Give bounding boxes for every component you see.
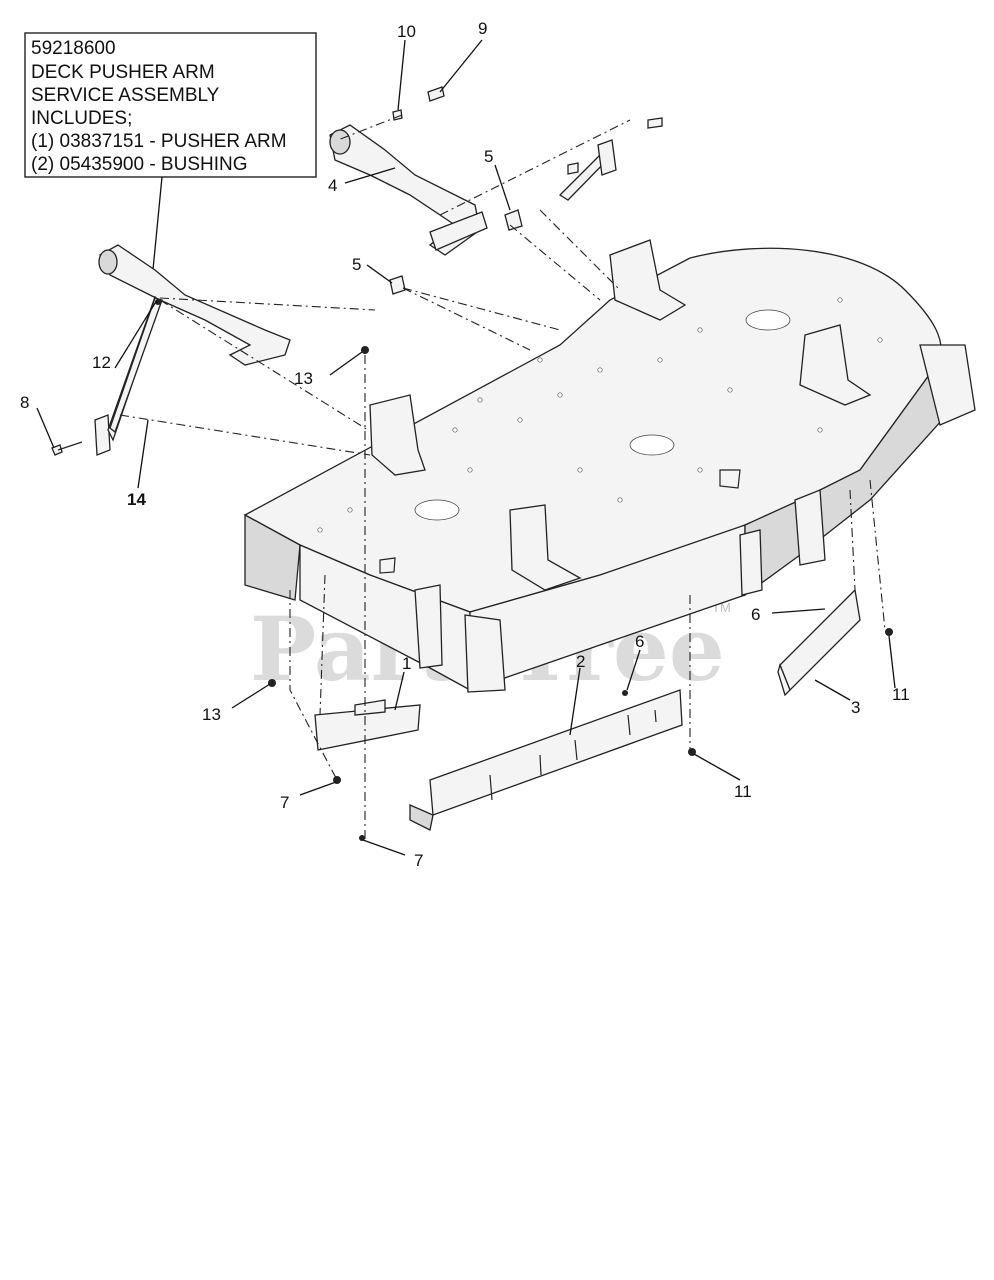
box-line-2: DECK PUSHER ARM xyxy=(31,62,215,83)
callout-2: 2 xyxy=(576,652,585,671)
mower-deck xyxy=(243,239,976,693)
callout-9: 9 xyxy=(478,19,487,38)
callout-13-lower: 13 xyxy=(202,705,221,724)
leaders xyxy=(36,39,896,856)
baffle-3 xyxy=(777,588,861,697)
baffle-2 xyxy=(409,689,683,831)
callout-8: 8 xyxy=(20,393,29,412)
baffle-1 xyxy=(314,699,421,751)
upper-pin xyxy=(389,86,663,295)
hardware xyxy=(155,299,893,841)
callout-14: 14 xyxy=(127,490,146,509)
callout-4: 4 xyxy=(328,176,337,195)
pusher-arm-4 xyxy=(329,124,488,256)
callout-6-right: 6 xyxy=(751,605,760,624)
callout-labels: 10 9 4 5 5 12 13 8 14 1 2 6 6 3 13 11 11… xyxy=(20,19,910,870)
callout-13-upper: 13 xyxy=(294,369,313,388)
callout-5-upper: 5 xyxy=(484,147,493,166)
box-line-4: INCLUDES; xyxy=(31,108,132,129)
callout-3: 3 xyxy=(851,698,860,717)
box-line-6: (2) 05435900 - BUSHING xyxy=(31,154,248,175)
callout-6-center: 6 xyxy=(635,632,644,651)
box-line-5: (1) 03837151 - PUSHER ARM xyxy=(31,131,287,152)
callout-11-lower: 11 xyxy=(734,782,752,801)
callout-7-upper: 7 xyxy=(280,793,289,812)
callout-5-lower: 5 xyxy=(352,255,361,274)
callout-7-lower: 7 xyxy=(414,851,423,870)
callout-12: 12 xyxy=(92,353,111,372)
pusher-arm-service xyxy=(98,244,291,366)
box-line-1: 59218600 xyxy=(31,38,116,59)
assembly-lines xyxy=(119,114,886,840)
pin-14 xyxy=(94,295,163,456)
service-assembly-box: 59218600 DECK PUSHER ARM SERVICE ASSEMBL… xyxy=(24,32,317,281)
callout-11-right: 11 xyxy=(892,685,910,704)
callout-10: 10 xyxy=(397,22,416,41)
box-line-3: SERVICE ASSEMBLY xyxy=(31,85,220,106)
bolt-8 xyxy=(51,441,83,456)
callout-1: 1 xyxy=(402,654,411,673)
